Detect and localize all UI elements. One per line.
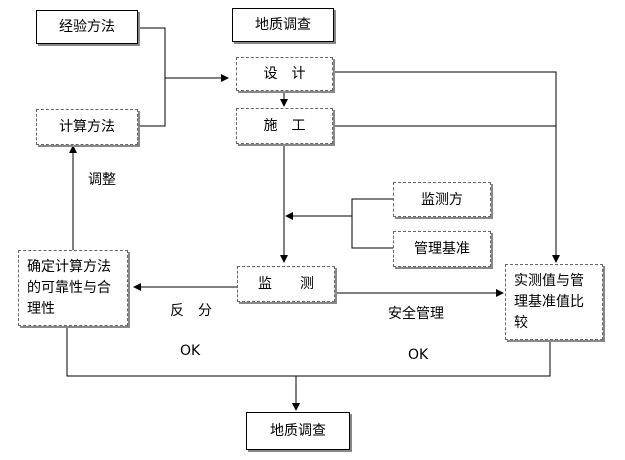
node-empirical-method-label: 经验方法 bbox=[59, 19, 115, 35]
node-construction: 施 工 bbox=[236, 108, 333, 144]
label-ok-right: OK bbox=[408, 347, 429, 363]
node-design-label: 设 计 bbox=[263, 66, 306, 82]
node-geology-survey-bottom: 地质调查 bbox=[246, 412, 350, 450]
node-geology-survey-bottom-label: 地质调查 bbox=[270, 423, 326, 439]
node-monitoring-side-label: 监测方 bbox=[421, 191, 463, 208]
node-geology-survey-top: 地质调查 bbox=[232, 8, 334, 42]
label-feedback: 反 分 bbox=[170, 303, 212, 319]
node-construction-label: 施 工 bbox=[263, 118, 306, 134]
connector-ok-bottom bbox=[66, 326, 551, 377]
node-management-standard-label: 管理基准 bbox=[414, 241, 470, 257]
node-management-standard: 管理基准 bbox=[393, 231, 491, 267]
node-determine-reliability-label: 确定计算方法的可靠性与合理性 bbox=[27, 258, 111, 317]
node-calc-method-label: 计算方法 bbox=[59, 119, 115, 135]
node-compare-label: 实测值与管理基准值比较 bbox=[514, 272, 584, 331]
node-calc-method: 计算方法 bbox=[36, 109, 138, 145]
label-adjust: 调整 bbox=[88, 172, 116, 188]
connector-empirical-to-merge bbox=[138, 27, 166, 127]
node-monitoring: 监 测 bbox=[237, 266, 335, 302]
arrow-design-to-compare bbox=[333, 71, 560, 263]
node-compare: 实测值与管理基准值比较 bbox=[505, 264, 603, 340]
node-monitoring-side: 监测方 bbox=[393, 182, 491, 217]
node-monitoring-label: 监 测 bbox=[258, 276, 314, 292]
node-geology-survey-top-label: 地质调查 bbox=[255, 17, 311, 33]
connector-monitoring-side-bracket bbox=[351, 198, 393, 249]
node-design: 设 计 bbox=[236, 57, 333, 91]
label-ok-left: OK bbox=[180, 343, 201, 359]
node-empirical-method: 经验方法 bbox=[36, 10, 138, 44]
node-determine-reliability: 确定计算方法的可靠性与合理性 bbox=[18, 250, 128, 326]
label-safety-management: 安全管理 bbox=[388, 306, 444, 322]
